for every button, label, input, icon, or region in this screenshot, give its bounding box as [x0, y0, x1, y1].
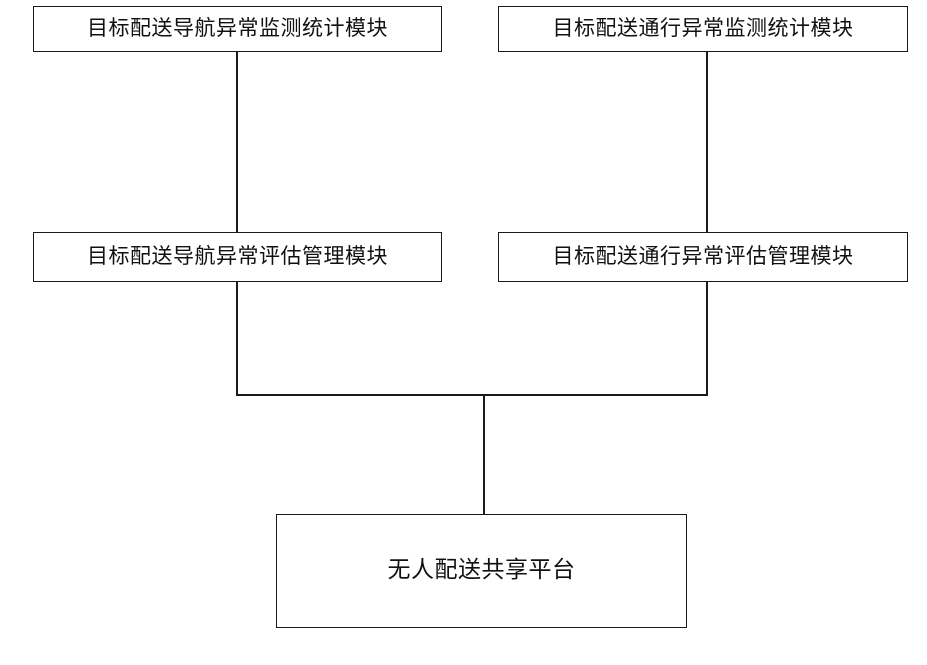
connector-pass-monitor-to-pass-assess: [706, 51, 708, 233]
node-pass-anomaly-monitoring-module[interactable]: 目标配送通行异常监测统计模块: [498, 6, 908, 52]
connector-nav-assess-drop: [236, 281, 238, 396]
node-label: 无人配送共享平台: [387, 557, 576, 584]
node-nav-anomaly-monitoring-module[interactable]: 目标配送导航异常监测统计模块: [33, 6, 442, 52]
connector-nav-monitor-to-nav-assess: [236, 51, 238, 233]
connector-bus-to-platform: [483, 394, 485, 515]
node-unmanned-delivery-shared-platform[interactable]: 无人配送共享平台: [276, 514, 687, 628]
node-pass-anomaly-assessment-module[interactable]: 目标配送通行异常评估管理模块: [498, 232, 908, 282]
node-label: 目标配送通行异常评估管理模块: [552, 244, 854, 269]
connector-bus-horizontal: [236, 394, 708, 396]
node-label: 目标配送通行异常监测统计模块: [552, 16, 854, 41]
node-nav-anomaly-assessment-module[interactable]: 目标配送导航异常评估管理模块: [33, 232, 442, 282]
node-label: 目标配送导航异常监测统计模块: [87, 16, 388, 41]
connector-pass-assess-drop: [706, 281, 708, 396]
node-label: 目标配送导航异常评估管理模块: [87, 244, 388, 269]
